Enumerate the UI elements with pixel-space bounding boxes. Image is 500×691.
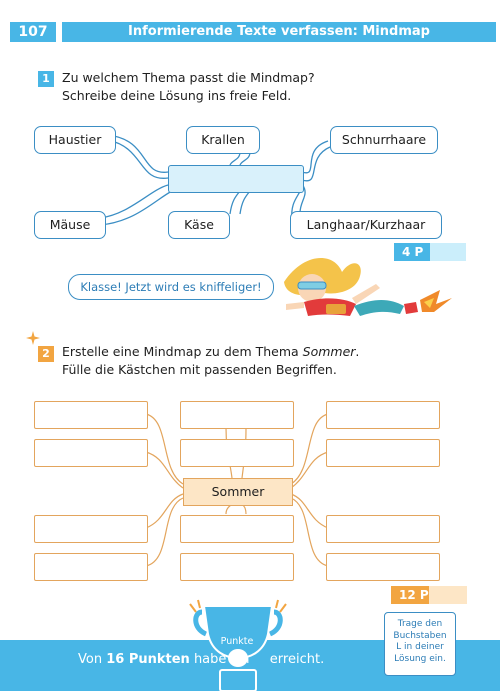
mindmap2-box[interactable] bbox=[326, 401, 440, 429]
mindmap2-box[interactable] bbox=[34, 401, 148, 429]
mindmap2-box[interactable] bbox=[180, 401, 294, 429]
page-title: Informierende Texte verfassen: Mindmap bbox=[62, 22, 496, 42]
task2-points: 12 P bbox=[391, 586, 467, 604]
mindmap2-box[interactable] bbox=[180, 439, 294, 467]
mindmap2-box[interactable] bbox=[180, 553, 294, 581]
mindmap2-box[interactable] bbox=[34, 553, 148, 581]
mindmap1-box-schnurrhaare: Schnurrhaare bbox=[330, 126, 438, 154]
page-number: 107 bbox=[10, 22, 56, 42]
mindmap2-box[interactable] bbox=[326, 439, 440, 467]
task2-line1: Erstelle eine Mindmap zu dem Thema Somme… bbox=[62, 344, 360, 359]
task2-topic: Sommer bbox=[302, 344, 356, 359]
mindmap1-box-langhaar: Langhaar/Kurzhaar bbox=[290, 211, 442, 239]
mindmap1-box-maeuse: Mäuse bbox=[34, 211, 106, 239]
solution-hint-box: Trage den Buchstaben L in deiner Lösung … bbox=[384, 612, 456, 676]
task1-points: 4 P bbox=[394, 243, 466, 261]
speech-bubble: Klasse! Jetzt wird es kniffeliger! bbox=[68, 274, 274, 300]
task1-number: 1 bbox=[38, 71, 54, 87]
mindmap1-box-krallen: Krallen bbox=[186, 126, 260, 154]
footer-score-text: Von 16 Punkten habe ich erreicht. bbox=[78, 652, 325, 667]
mindmap1-answer-field[interactable] bbox=[168, 165, 304, 193]
mindmap2-box[interactable] bbox=[180, 515, 294, 543]
mindmap1-box-kaese: Käse bbox=[168, 211, 230, 239]
mindmap2-box[interactable] bbox=[326, 553, 440, 581]
task1-line2: Schreibe deine Lösung ins freie Feld. bbox=[62, 88, 292, 103]
sparkle-icon bbox=[26, 331, 40, 345]
trophy-label: Punkte bbox=[220, 636, 254, 647]
footer-total-points: 16 Punkten bbox=[106, 652, 190, 667]
trophy-icon bbox=[189, 599, 287, 691]
flying-girl-illustration bbox=[284, 258, 452, 316]
task2-number: 2 bbox=[38, 346, 54, 362]
mindmap2-box[interactable] bbox=[34, 439, 148, 467]
task2-line2: Fülle die Kästchen mit passenden Begriff… bbox=[62, 362, 337, 377]
mindmap2-center: Sommer bbox=[183, 478, 293, 506]
task2-instructions: Erstelle eine Mindmap zu dem Thema Somme… bbox=[62, 343, 359, 379]
task1-instructions: Zu welchem Thema passt die Mindmap? Schr… bbox=[62, 69, 315, 105]
task1-line1: Zu welchem Thema passt die Mindmap? bbox=[62, 70, 315, 85]
mindmap2-box[interactable] bbox=[34, 515, 148, 543]
mindmap2-box[interactable] bbox=[326, 515, 440, 543]
mindmap1-box-haustier: Haustier bbox=[34, 126, 116, 154]
